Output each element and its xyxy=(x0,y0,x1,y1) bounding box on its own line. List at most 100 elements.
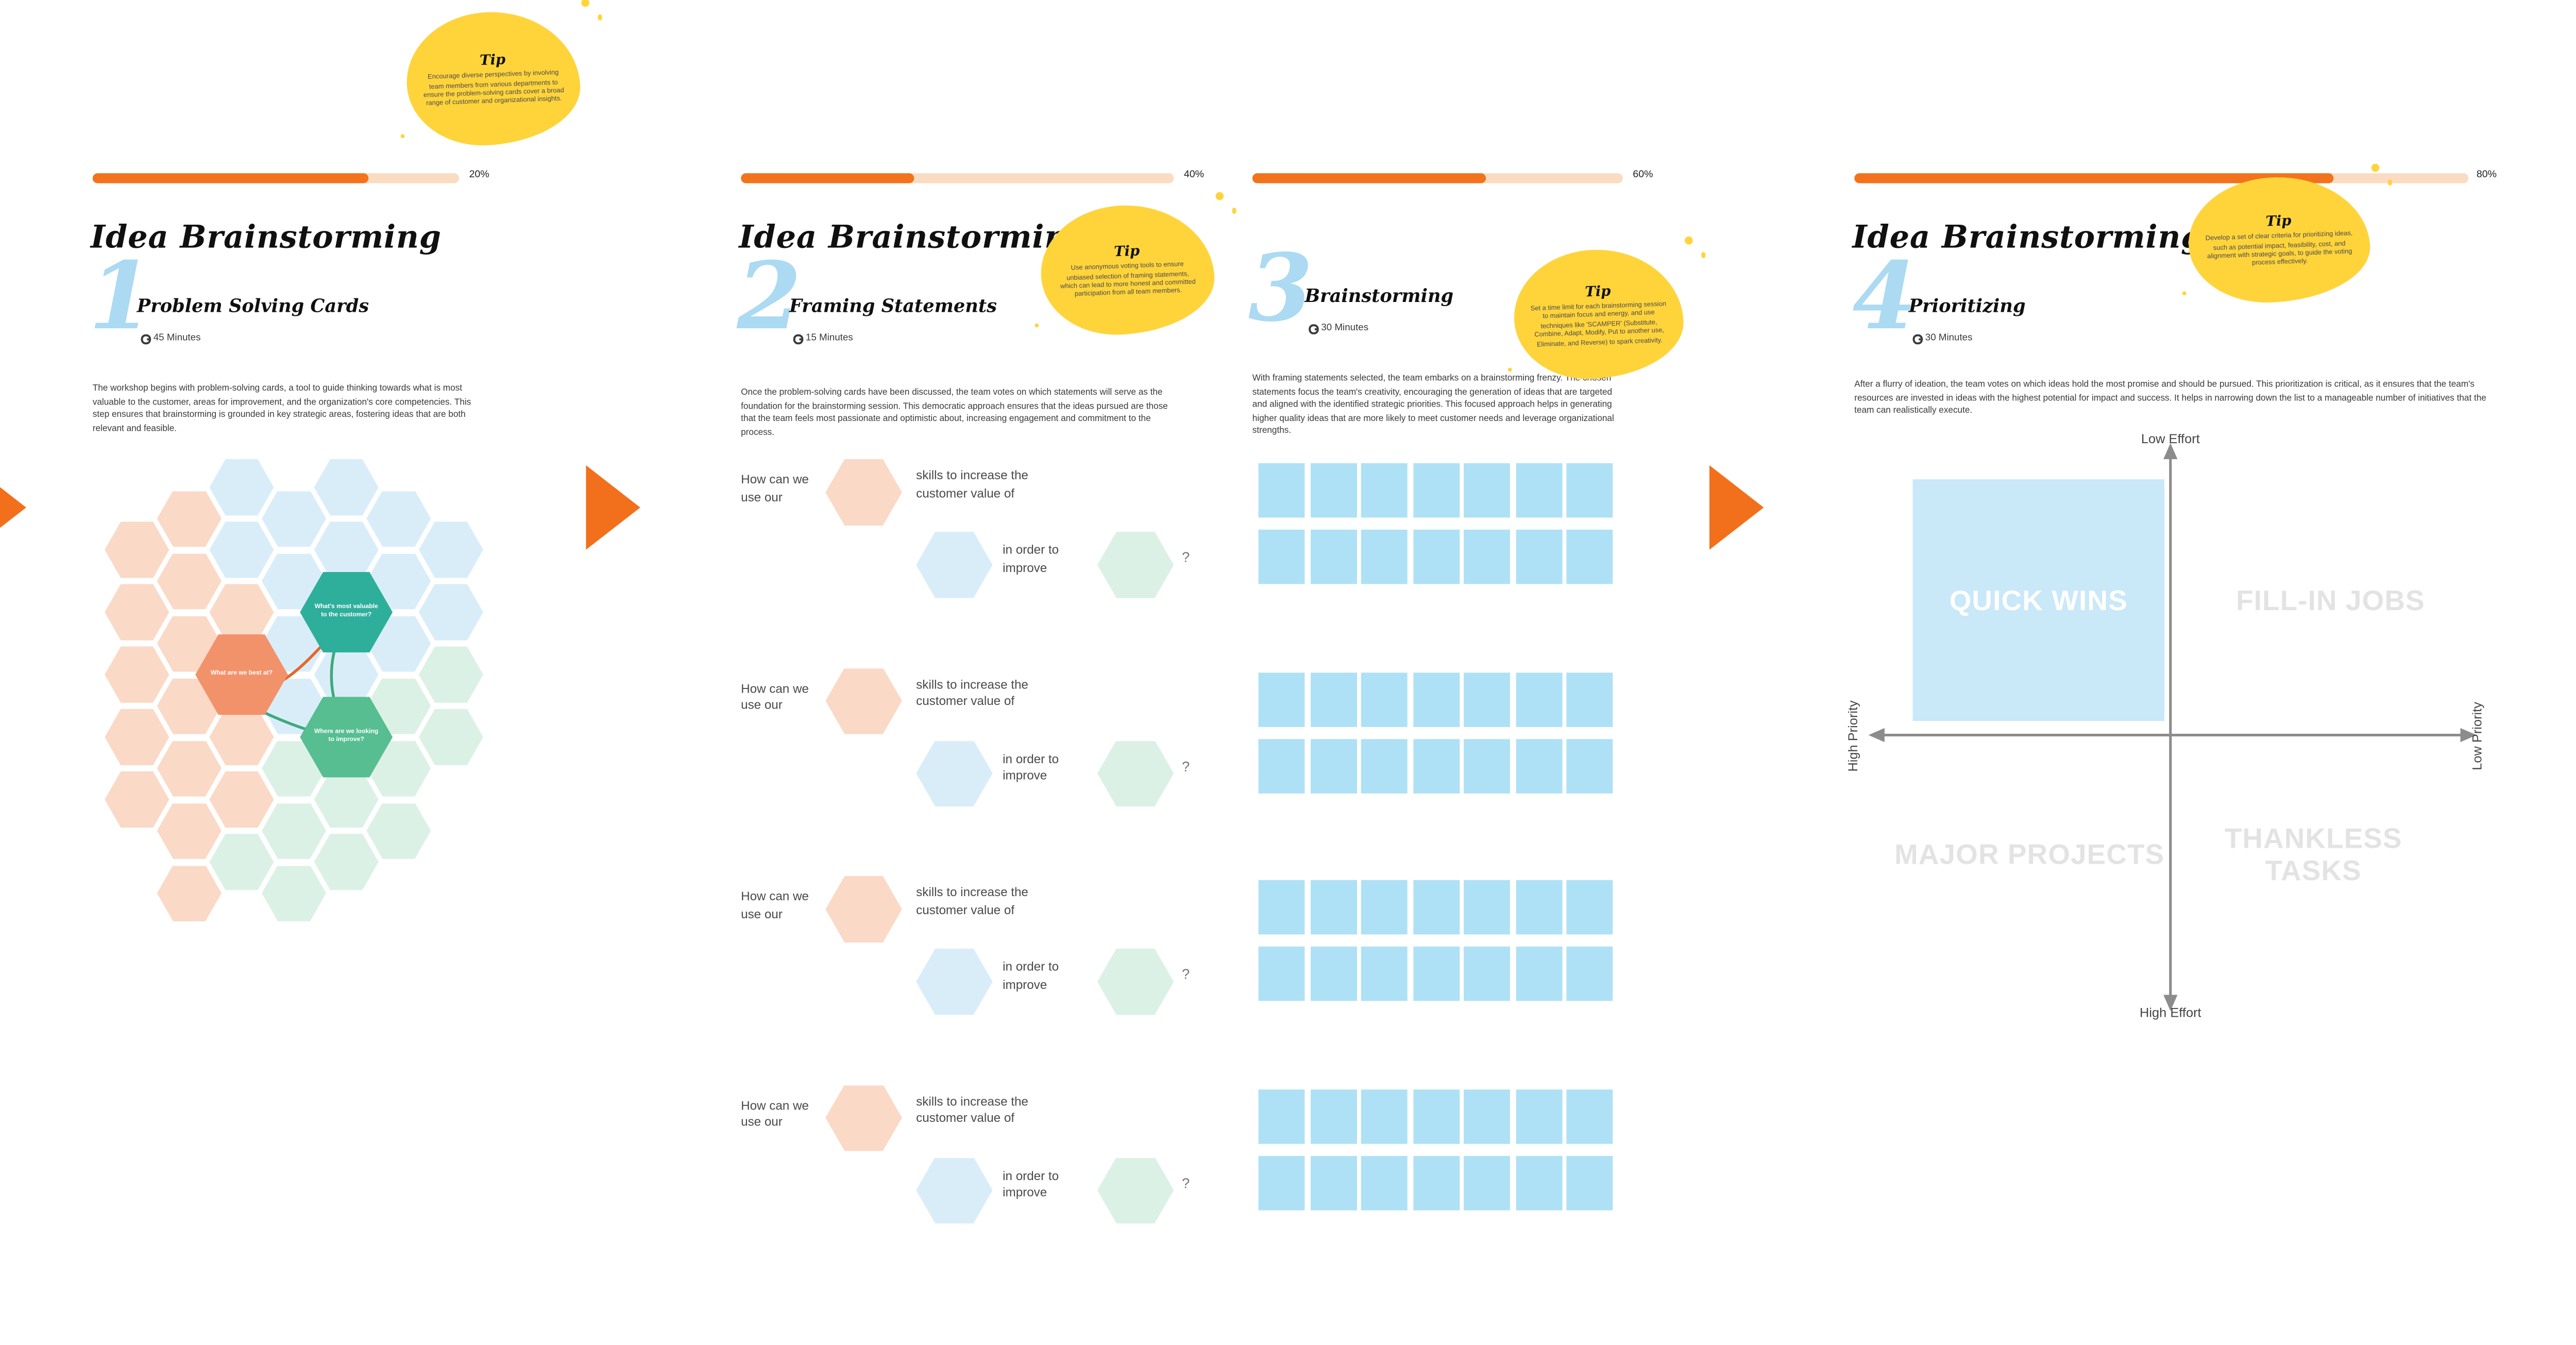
sticky-note[interactable] xyxy=(1361,529,1408,584)
board-hex[interactable] xyxy=(209,709,274,766)
sticky-note[interactable] xyxy=(1464,463,1510,518)
board-hex[interactable] xyxy=(366,490,431,547)
sticky-note[interactable] xyxy=(1412,463,1459,518)
sticky-note[interactable] xyxy=(1310,529,1357,584)
sticky-note[interactable] xyxy=(1515,529,1562,584)
board-hex[interactable] xyxy=(366,802,431,859)
board-hex[interactable] xyxy=(209,584,274,641)
sticky-note[interactable] xyxy=(1310,463,1357,518)
sticky-note[interactable] xyxy=(1566,1088,1613,1143)
sticky-note[interactable] xyxy=(1464,946,1510,1001)
sticky-note[interactable] xyxy=(1361,671,1408,726)
sticky-note[interactable] xyxy=(1464,671,1510,726)
board-hex[interactable] xyxy=(105,584,170,641)
sticky-note[interactable] xyxy=(1412,671,1459,726)
skills-hex-slot[interactable] xyxy=(825,667,902,734)
board-hex[interactable] xyxy=(157,740,222,797)
flow-arrow-icon[interactable] xyxy=(1709,465,1764,550)
board-hex[interactable] xyxy=(209,459,274,516)
flow-arrow-icon[interactable] xyxy=(0,465,26,550)
board-hex[interactable] xyxy=(105,771,170,828)
sticky-note[interactable] xyxy=(1515,880,1562,935)
board-hex[interactable] xyxy=(105,522,170,578)
sticky-note[interactable] xyxy=(1515,1088,1562,1143)
sticky-note[interactable] xyxy=(1464,1155,1510,1209)
sticky-note[interactable] xyxy=(1566,463,1613,518)
board-hex[interactable] xyxy=(314,459,379,516)
sticky-note[interactable] xyxy=(1361,738,1408,793)
sticky-note[interactable] xyxy=(1412,1155,1459,1209)
sticky-note[interactable] xyxy=(1566,671,1613,726)
board-hex[interactable] xyxy=(157,865,222,921)
sticky-note[interactable] xyxy=(1464,738,1510,793)
board-hex[interactable] xyxy=(314,771,379,828)
board-hex[interactable] xyxy=(209,833,274,890)
sticky-note[interactable] xyxy=(1566,1155,1613,1209)
board-hex[interactable] xyxy=(418,646,483,703)
tip-sticky[interactable]: Tip Set a time limit for each brainstorm… xyxy=(1507,236,1706,382)
value-hex-slot[interactable] xyxy=(916,948,993,1015)
board-hex[interactable] xyxy=(314,833,379,890)
sticky-note[interactable] xyxy=(1361,1155,1408,1209)
board-hex[interactable] xyxy=(262,865,327,921)
value-hex-slot[interactable] xyxy=(916,1157,993,1224)
sticky-note[interactable] xyxy=(1361,463,1408,518)
quick-wins-highlight[interactable] xyxy=(1912,479,2165,721)
sticky-note[interactable] xyxy=(1258,738,1305,793)
sticky-note[interactable] xyxy=(1515,1155,1562,1209)
sticky-note[interactable] xyxy=(1515,738,1562,793)
board-hex[interactable] xyxy=(105,646,170,703)
sticky-note[interactable] xyxy=(1310,671,1357,726)
sticky-note[interactable] xyxy=(1258,463,1305,518)
sticky-note[interactable] xyxy=(1566,738,1613,793)
improve-hex-slot[interactable] xyxy=(1097,1157,1174,1224)
tip-sticky[interactable]: Tip Encourage diverse perspectives by in… xyxy=(400,0,602,148)
board-hex[interactable] xyxy=(157,490,222,547)
sticky-note[interactable] xyxy=(1412,1088,1459,1143)
improve-hex-slot[interactable] xyxy=(1097,948,1174,1015)
skills-hex-slot[interactable] xyxy=(825,1084,902,1151)
sticky-note[interactable] xyxy=(1310,738,1357,793)
sticky-note[interactable] xyxy=(1258,1088,1305,1143)
sticky-note[interactable] xyxy=(1258,880,1305,935)
tip-sticky[interactable]: Tip Develop a set of clear criteria for … xyxy=(2182,163,2392,306)
board-hex[interactable] xyxy=(418,709,483,766)
sticky-note[interactable] xyxy=(1566,529,1613,584)
sticky-note[interactable] xyxy=(1310,880,1357,935)
sticky-note[interactable] xyxy=(1515,463,1562,518)
sticky-note[interactable] xyxy=(1258,529,1305,584)
sticky-note[interactable] xyxy=(1412,946,1459,1001)
sticky-note[interactable] xyxy=(1361,946,1408,1001)
sticky-note[interactable] xyxy=(1412,529,1459,584)
sticky-note[interactable] xyxy=(1464,880,1510,935)
improve-hex-slot[interactable] xyxy=(1097,740,1174,807)
flow-arrow-icon[interactable] xyxy=(586,465,640,550)
sticky-note[interactable] xyxy=(1515,671,1562,726)
sticky-note[interactable] xyxy=(1361,1088,1408,1143)
sticky-note[interactable] xyxy=(1566,946,1613,1001)
board-hex[interactable] xyxy=(262,802,327,859)
sticky-note[interactable] xyxy=(1361,880,1408,935)
board-hex[interactable] xyxy=(418,584,483,641)
board-hex[interactable] xyxy=(209,522,274,578)
sticky-note[interactable] xyxy=(1515,946,1562,1001)
sticky-note[interactable] xyxy=(1566,880,1613,935)
sticky-note[interactable] xyxy=(1258,1155,1305,1209)
sticky-note[interactable] xyxy=(1412,880,1459,935)
skills-hex-slot[interactable] xyxy=(825,459,902,526)
sticky-note[interactable] xyxy=(1310,1088,1357,1143)
value-hex-slot[interactable] xyxy=(916,531,993,598)
improve-hex-slot[interactable] xyxy=(1097,531,1174,598)
sticky-note[interactable] xyxy=(1412,738,1459,793)
value-hex-slot[interactable] xyxy=(916,740,993,807)
board-hex[interactable] xyxy=(314,646,379,703)
sticky-note[interactable] xyxy=(1310,946,1357,1001)
sticky-note[interactable] xyxy=(1258,671,1305,726)
board-hex[interactable] xyxy=(157,552,222,610)
sticky-note[interactable] xyxy=(1258,946,1305,1001)
board-hex[interactable] xyxy=(418,522,483,578)
board-hex[interactable] xyxy=(314,522,379,578)
board-hex[interactable] xyxy=(262,490,327,547)
board-hex[interactable] xyxy=(105,709,170,766)
sticky-note[interactable] xyxy=(1310,1155,1357,1209)
